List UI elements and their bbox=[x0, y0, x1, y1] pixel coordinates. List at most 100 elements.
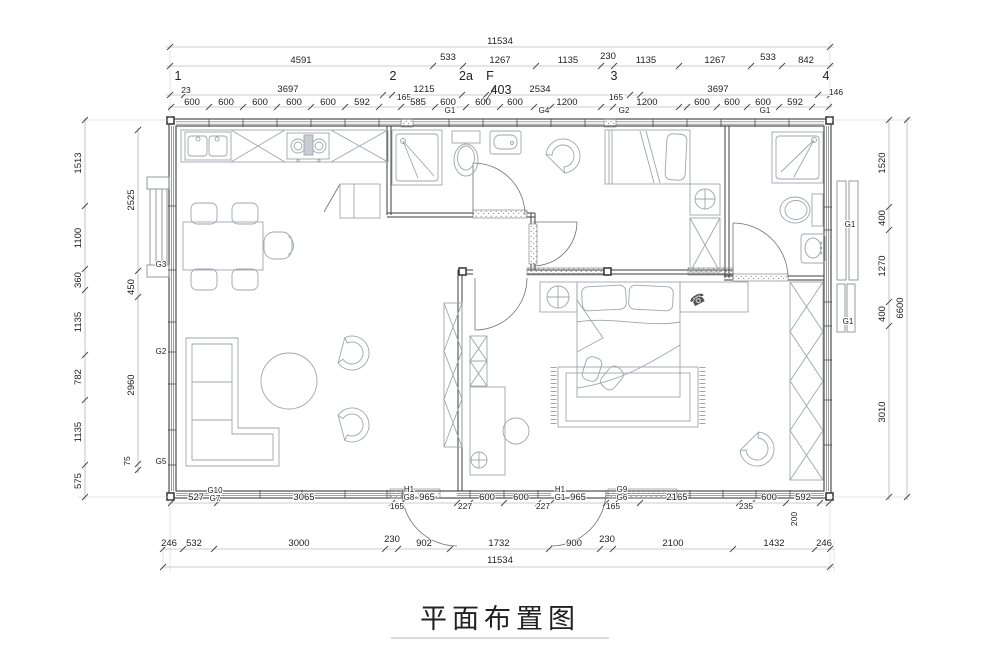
dim-label: 450 bbox=[126, 279, 137, 295]
window-lines bbox=[170, 121, 830, 497]
dim-label: 360 bbox=[73, 272, 84, 288]
sofa bbox=[185, 337, 280, 467]
dim-label: 900 bbox=[566, 538, 582, 549]
dim-label: 3065 bbox=[293, 492, 314, 503]
dim-label: 2534 bbox=[529, 84, 550, 95]
component-tag: G8 bbox=[404, 493, 415, 502]
dim-label: 1135 bbox=[558, 55, 578, 66]
dim-label: 165 bbox=[609, 92, 623, 102]
component-tag: G1 bbox=[445, 106, 456, 115]
drawing-title: 平面布置图 bbox=[420, 604, 580, 634]
component-tag: G5 bbox=[156, 457, 167, 466]
dim-label: 1200 bbox=[636, 97, 657, 108]
component-tag: H1 bbox=[404, 485, 415, 494]
dim-label: 600 bbox=[694, 97, 710, 108]
dim-label: 842 bbox=[798, 55, 814, 66]
axis-label: 403 bbox=[491, 83, 512, 97]
dim-label: 600 bbox=[184, 97, 200, 108]
dim-label: 1432 bbox=[763, 538, 784, 549]
dim-label: 23 bbox=[181, 85, 191, 95]
dim-label: 600 bbox=[475, 97, 491, 108]
master-bed bbox=[539, 281, 749, 398]
dim-label: 2525 bbox=[126, 189, 137, 210]
dim-label: 3010 bbox=[877, 401, 888, 422]
bedroom2-bed bbox=[604, 129, 691, 185]
refrigerator bbox=[339, 183, 381, 219]
component-tag: G1 bbox=[760, 106, 771, 115]
dim-label: 3000 bbox=[288, 538, 309, 549]
axis-label: 4 bbox=[823, 69, 830, 83]
component-tag: G7 bbox=[210, 494, 221, 503]
component-tag: G1 bbox=[845, 220, 856, 229]
living-wardrobe bbox=[443, 302, 463, 448]
dim-label: 400 bbox=[877, 306, 888, 322]
dim-label: 200 bbox=[789, 512, 799, 526]
desk-and-chair bbox=[469, 335, 530, 476]
axis-label: 2 bbox=[390, 69, 397, 83]
dim-label: 600 bbox=[479, 492, 495, 503]
telephone-icon: ☎ bbox=[687, 289, 708, 310]
axis-label: 3 bbox=[611, 69, 618, 83]
dim-label: 600 bbox=[513, 492, 529, 503]
dim-label: 782 bbox=[73, 369, 84, 385]
exterior-walls bbox=[168, 118, 832, 499]
component-tag: G9 bbox=[617, 485, 628, 494]
dim-label: 600 bbox=[755, 97, 771, 108]
dim-label: 600 bbox=[761, 492, 777, 503]
dim-label: 965 bbox=[419, 492, 435, 503]
axis-label: 1 bbox=[175, 69, 182, 83]
dim-label: 2960 bbox=[126, 374, 137, 395]
component-tag: G4 bbox=[539, 106, 550, 115]
kitchen-counter bbox=[180, 129, 389, 163]
dim-label: 600 bbox=[320, 97, 336, 108]
bathroom2-fixtures bbox=[771, 131, 826, 264]
dim-label: 533 bbox=[440, 52, 456, 63]
dim-label: 1267 bbox=[489, 55, 510, 66]
dim-label: 230 bbox=[384, 534, 400, 545]
dim-label: 585 bbox=[410, 97, 426, 108]
dim-label: 6600 bbox=[895, 297, 906, 318]
dim-label: 600 bbox=[440, 97, 456, 108]
dim-label: 902 bbox=[416, 538, 432, 549]
dim-label: 1513 bbox=[73, 152, 84, 173]
dim-label: 1100 bbox=[73, 228, 84, 248]
doors bbox=[323, 162, 789, 547]
dim-label: 1270 bbox=[877, 255, 888, 276]
dim-label: 600 bbox=[286, 97, 302, 108]
dim-label: 3697 bbox=[277, 84, 298, 95]
dim-label: 11534 bbox=[487, 555, 513, 566]
dim-label: 600 bbox=[252, 97, 268, 108]
dim-label: 1520 bbox=[877, 152, 888, 173]
dining-set bbox=[182, 202, 294, 291]
dim-label: 75 bbox=[122, 456, 132, 466]
component-tag: G1 bbox=[843, 317, 854, 326]
dim-label: 235 bbox=[739, 501, 753, 511]
dim-label: 227 bbox=[536, 501, 550, 511]
bathroom1-fixtures bbox=[391, 129, 522, 186]
dim-label: 1732 bbox=[488, 538, 509, 549]
component-tag: G6 bbox=[617, 493, 628, 502]
dim-label: 11534 bbox=[487, 36, 513, 47]
component-tag: G2 bbox=[156, 347, 167, 356]
dim-label: 230 bbox=[599, 534, 615, 545]
dim-label: 146 bbox=[829, 87, 843, 97]
dim-label: 600 bbox=[507, 97, 523, 108]
bedroom2-nightstand bbox=[689, 183, 721, 273]
dim-label: 1215 bbox=[413, 84, 434, 95]
dim-label: 3697 bbox=[707, 84, 728, 95]
master-wardrobe bbox=[789, 281, 824, 481]
dim-label: 4591 bbox=[290, 55, 311, 66]
component-tag: H1 bbox=[555, 485, 566, 494]
dim-label: 400 bbox=[877, 210, 888, 226]
component-tag: G2 bbox=[619, 106, 630, 115]
component-tag: G3 bbox=[156, 260, 167, 269]
dim-label: 227 bbox=[458, 501, 472, 511]
dim-label: 575 bbox=[73, 473, 84, 489]
dim-label: 1135 bbox=[73, 312, 84, 332]
dim-label: 532 bbox=[186, 538, 202, 549]
coffee-table bbox=[260, 352, 318, 410]
wall-posts bbox=[166, 116, 834, 501]
